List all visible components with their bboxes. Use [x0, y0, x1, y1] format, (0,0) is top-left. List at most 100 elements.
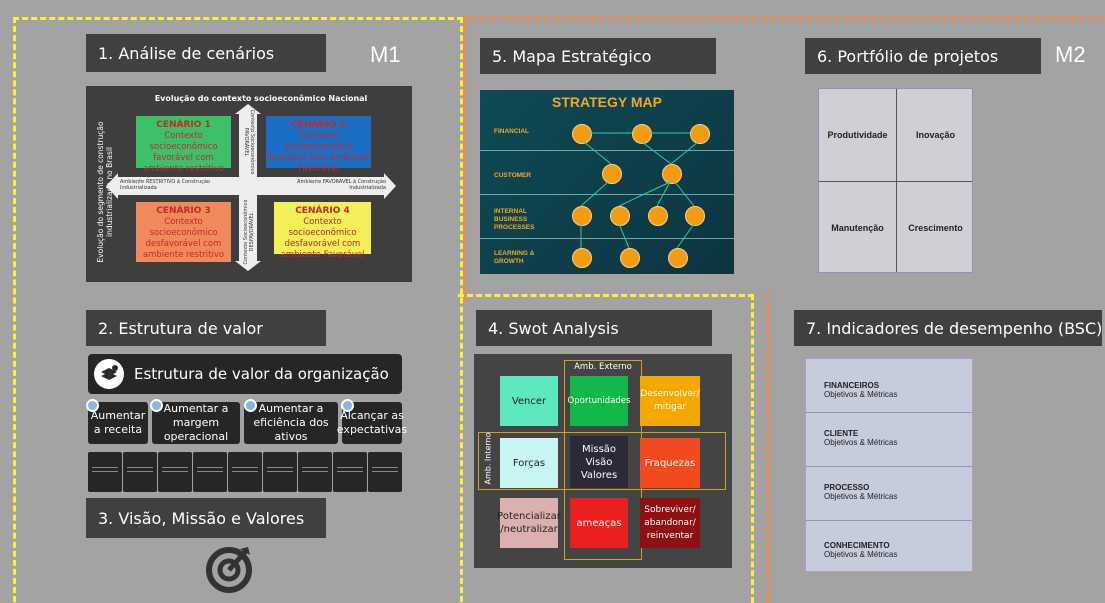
- row-label-internal: INTERNAL BUSINESS PROCESSES: [494, 208, 535, 231]
- scenario-analysis-thumbnail: Evolução do contexto socioeconômico Naci…: [86, 86, 412, 282]
- bsc-processo-title: PROCESSO: [824, 483, 870, 492]
- portfolio-matrix: Produtividade Inovação Manutenção Cresci…: [818, 88, 973, 273]
- scenario-3-text: Contexto socioeconômico desfavorável com…: [142, 217, 225, 260]
- value-subitem: [88, 452, 122, 492]
- bsc-conhecimento-title: CONHECIMENTO: [824, 541, 890, 550]
- bsc-cliente-title: CLIENTE: [824, 429, 859, 438]
- value-subitem: [368, 452, 402, 492]
- strategy-node: [685, 206, 705, 226]
- scenario-1-title: CENÁRIO 1: [156, 120, 211, 130]
- bsc-row-cliente: CLIENTE Objetivos & Métricas: [806, 413, 972, 467]
- swot-potencializar: Potencializar /neutralizar: [497, 498, 561, 548]
- right-axis-label: Ambiente FAVORÁVEL à Construção Industri…: [297, 179, 386, 191]
- swot-sobreviver: Sobreviver/ abandonar/ reinventar: [640, 498, 700, 548]
- strategy-node: [662, 164, 682, 184]
- strategy-node: [572, 206, 592, 226]
- value-item-aumentar-receita: Aumentar a receita: [88, 402, 148, 444]
- bsc-financeiros-title: FINANCEIROS: [824, 381, 880, 390]
- scenario-3-box: CENÁRIO 3 Contexto socioeconômico desfav…: [136, 202, 231, 262]
- scenario-4-box: CENÁRIO 4 Contexto socioeconômico desfav…: [274, 202, 371, 260]
- bsc-row-financeiros: FINANCEIROS Objetivos & Métricas: [806, 359, 972, 413]
- vertical-axis-arrow: [239, 112, 257, 262]
- swot-forcas: Forças: [500, 438, 558, 488]
- portfolio-divider-h: [819, 181, 972, 182]
- strategy-node: [572, 248, 592, 268]
- section5-title: 5. Mapa Estratégico: [480, 38, 716, 74]
- value-subitem: [123, 452, 157, 492]
- scenario-2-title: CENÁRIO 2: [291, 120, 346, 130]
- row-divider: [480, 194, 734, 195]
- scenario-3-title: CENÁRIO 3: [156, 206, 211, 216]
- strategy-node: [648, 206, 668, 226]
- value-subitem: [193, 452, 227, 492]
- badge-icon-3: [244, 399, 257, 412]
- bottom-axis-label: Contexto Socioeconômico DESFAVORÁVEL: [243, 199, 255, 265]
- m2-region-border: [463, 17, 1103, 303]
- section1-title: 1. Análise de cenários: [86, 34, 326, 72]
- section6-title: 6. Portfólio de projetos: [805, 38, 1041, 74]
- badge-icon-4: [341, 399, 354, 412]
- scenario-4-title: CENÁRIO 4: [295, 206, 350, 216]
- horizontal-arrowhead-left: [106, 173, 118, 199]
- strategy-connectors: [580, 132, 699, 249]
- scenario-1-text: Contexto socioeconômico favorável com am…: [142, 131, 225, 174]
- value-subitem: [333, 452, 367, 492]
- row-divider: [480, 238, 734, 239]
- swot-missao: Missão Visão Valores: [570, 436, 628, 488]
- badge-icon-1: [86, 399, 99, 412]
- swot-matrix: Amb. Externo Amb. Interno Vencer Oportun…: [474, 354, 732, 568]
- bsc-processo-sub: Objetivos & Métricas: [824, 492, 898, 501]
- bsc-cliente-sub: Objetivos & Métricas: [824, 438, 898, 447]
- bsc-panel: FINANCEIROS Objetivos & Métricas CLIENTE…: [805, 358, 973, 572]
- scenario-2-box: CENÁRIO 2 Contexto socioeconômico favorá…: [266, 116, 371, 174]
- m2-region-border-lower: [766, 295, 776, 603]
- strategy-node: [632, 124, 652, 144]
- bsc-row-processo: PROCESSO Objetivos & Métricas: [806, 467, 972, 521]
- vertical-arrowhead-top: [235, 104, 261, 114]
- scenario-1-box: CENÁRIO 1 Contexto socioeconômico favorá…: [136, 116, 231, 174]
- m1-region-border-lower: [458, 294, 754, 603]
- value-structure-banner-text: Estrutura de valor da organização: [134, 365, 389, 383]
- scenario-2-text: Contexto socioeconômico favorável com am…: [266, 131, 371, 174]
- value-item-eficiencia-ativos: Aumentar a eficiência dos ativos: [244, 402, 338, 444]
- scenario-heading: Evolução do contexto socioeconômico Naci…: [154, 94, 368, 103]
- strategy-node: [572, 124, 592, 144]
- section4-title: 4. Swot Analysis: [476, 310, 712, 346]
- m2-label: M2: [1055, 42, 1086, 67]
- amb-externo-label: Amb. Externo: [574, 362, 632, 372]
- strategy-node: [602, 164, 622, 184]
- portfolio-manutencao: Manutenção: [831, 223, 884, 233]
- bsc-row-conhecimento: CONHECIMENTO Objetivos & Métricas: [806, 521, 972, 573]
- section3-title: 3. Visão, Missão e Valores: [86, 498, 326, 538]
- bsc-conhecimento-sub: Objetivos & Métricas: [824, 550, 898, 559]
- amb-interno-frame: [478, 432, 726, 490]
- swot-vencer: Vencer: [500, 376, 558, 426]
- swot-ameacas: ameaças: [570, 498, 628, 548]
- target-icon: [204, 543, 254, 593]
- value-subitem: [228, 452, 262, 492]
- amb-interno-label: Amb. Interno: [483, 432, 493, 485]
- left-axis-label: Ambiente RESTRITIVO à Construção Industr…: [120, 179, 210, 191]
- row-label-learning: LEARNING & GROWTH: [494, 250, 535, 265]
- strategy-node: [690, 124, 710, 144]
- strategy-node: [668, 248, 688, 268]
- horizontal-arrowhead-right: [384, 173, 396, 199]
- section7-title: 7. Indicadores de desempenho (BSC): [794, 310, 1102, 346]
- portfolio-divider-v: [896, 89, 897, 272]
- bsc-financeiros-sub: Objetivos & Métricas: [824, 390, 898, 399]
- portfolio-crescimento: Crescimento: [908, 223, 963, 233]
- section2-title: 2. Estrutura de valor: [86, 310, 326, 346]
- swot-fraquezas: Fraquezas: [640, 438, 700, 488]
- row-divider: [480, 150, 734, 151]
- badge-icon-2: [150, 399, 163, 412]
- swot-desenvolver: Desenvolver/ mitigar: [640, 376, 700, 426]
- top-axis-label: Contexto Socioeconômico FAVORÁVEL: [243, 109, 255, 175]
- value-subitem: [158, 452, 192, 492]
- swot-oportunidades: Oportunidades: [568, 376, 630, 426]
- value-structure-banner: Estrutura de valor da organização: [88, 354, 402, 394]
- value-subitem: [298, 452, 332, 492]
- strategy-map-thumbnail: STRATEGY MAP FINANCIAL CUSTOMER INTERNAL…: [480, 90, 734, 274]
- m1-label: M1: [370, 42, 401, 67]
- row-label-customer: CUSTOMER: [494, 172, 532, 179]
- portfolio-inovacao: Inovação: [915, 130, 955, 140]
